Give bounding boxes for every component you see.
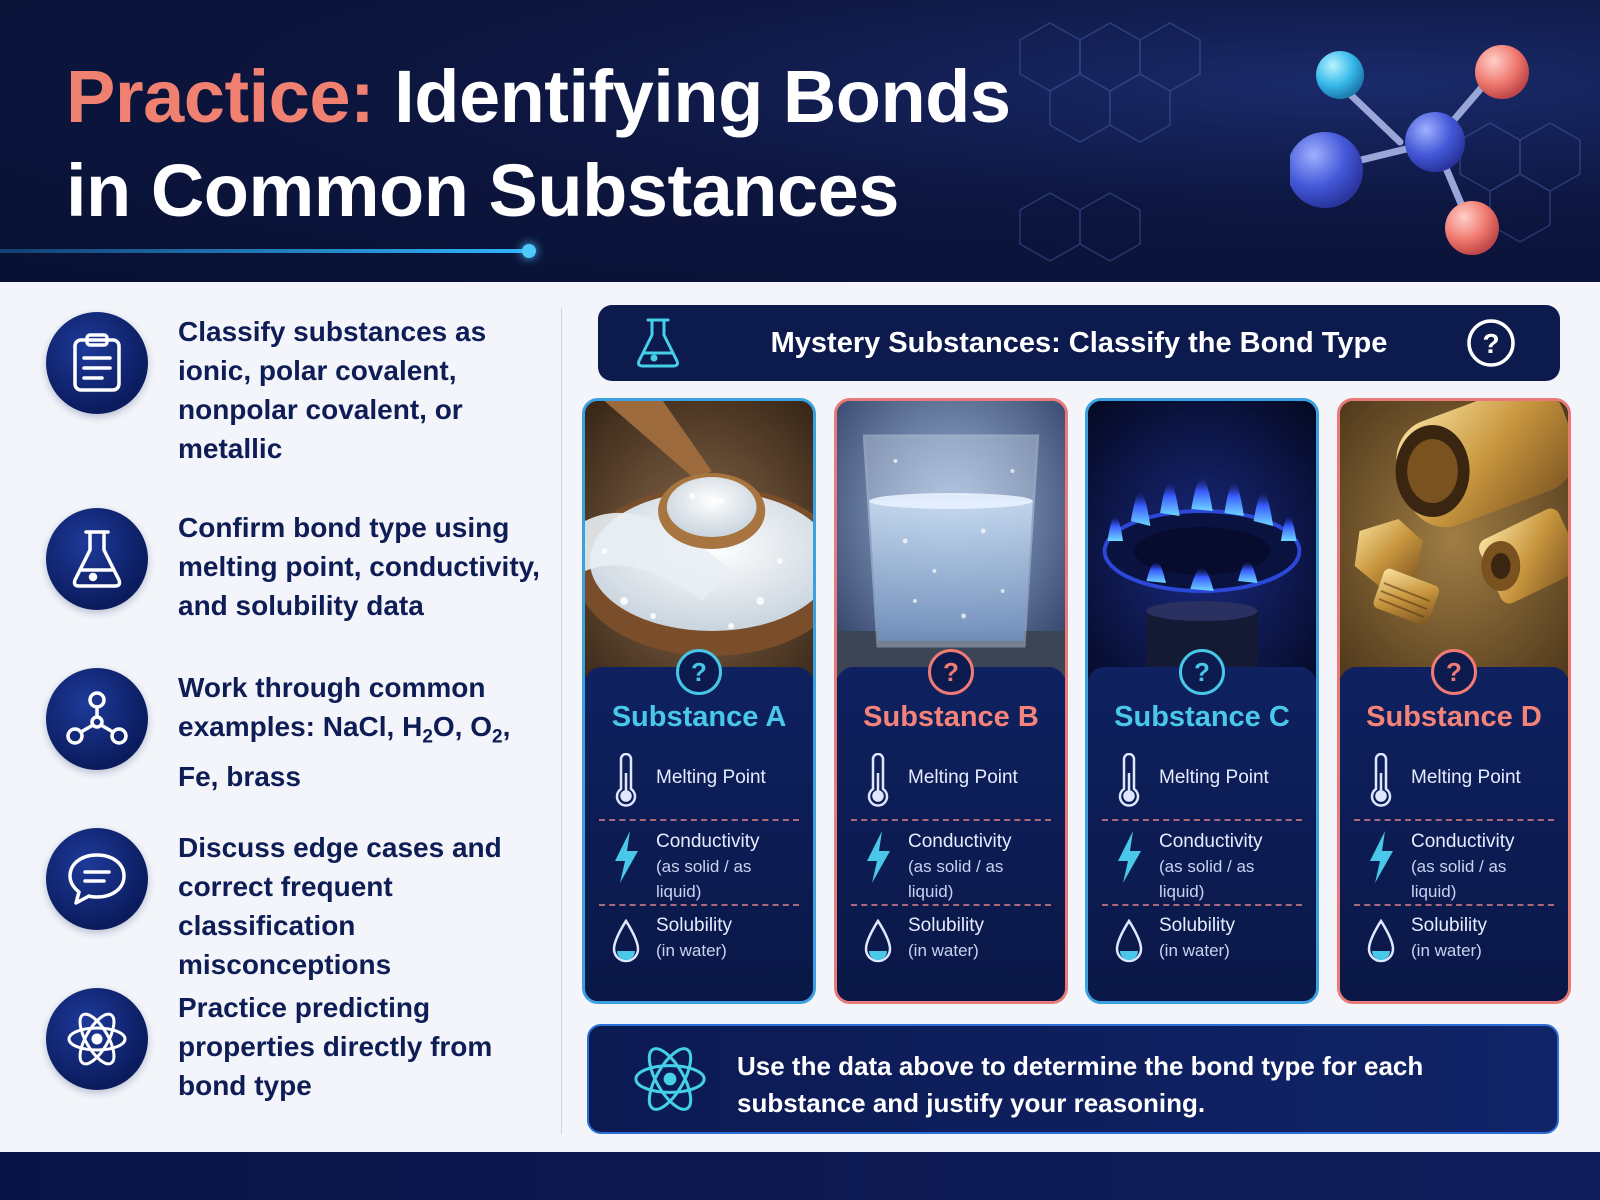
atom-icon: [634, 1047, 706, 1111]
divider: [851, 904, 1051, 906]
conductivity-label: Conductivity(as solid / as liquid): [656, 831, 760, 901]
melting-point-row: Melting Point: [853, 753, 1053, 813]
title-underline-dot: [522, 244, 536, 258]
card-panel: [837, 667, 1065, 1001]
atom-icon: [46, 988, 148, 1090]
melting-point-label: Melting Point: [656, 767, 766, 788]
objective-text: Work through common examples: NaCl, H2O,…: [178, 672, 511, 792]
question-badge: ?: [1179, 649, 1225, 695]
thermometer-icon: [615, 753, 637, 807]
lightning-icon: [1118, 831, 1141, 883]
svg-text:?: ?: [1482, 328, 1499, 359]
help-icon[interactable]: ?: [1466, 318, 1516, 368]
divider: [1102, 819, 1302, 821]
divider: [1354, 819, 1554, 821]
card-title: Substance B: [863, 701, 1039, 733]
molecule-illustration-icon: [1290, 45, 1529, 255]
solubility-row: Solubility(in water): [601, 913, 801, 973]
title-underline: [0, 249, 530, 253]
lightning-icon: [867, 831, 890, 883]
banner-title: Mystery Substances: Classify the Bond Ty…: [770, 327, 1388, 359]
melting-point-row: Melting Point: [1356, 753, 1556, 813]
solubility-label: Solubility(in water): [1411, 915, 1488, 960]
melting-point-row: Melting Point: [1104, 753, 1304, 813]
flask-icon: [46, 508, 148, 610]
substance-card-d[interactable]: ? Substance D Melting Point Conductivity…: [1337, 398, 1571, 1004]
divider: [851, 819, 1051, 821]
conductivity-label: Conductivity(as solid / as liquid): [1159, 831, 1263, 901]
divider: [1354, 904, 1554, 906]
card-title: Substance D: [1366, 701, 1542, 733]
mystery-substances-banner: Mystery Substances: Classify the Bond Ty…: [598, 305, 1560, 381]
question-badge: ?: [676, 649, 722, 695]
question-badge: ?: [1431, 649, 1477, 695]
thermometer-icon: [1370, 753, 1392, 807]
hexagon-pattern-decoration: [1019, 22, 1581, 262]
objective-text: Practice predicting properties directly …: [178, 992, 493, 1101]
solubility-label: Solubility(in water): [1159, 915, 1236, 960]
title-accent: Practice:: [66, 55, 375, 138]
objective-text: Confirm bond type using melting point, c…: [178, 512, 540, 621]
solubility-row: Solubility(in water): [1356, 913, 1556, 973]
divider: [1102, 904, 1302, 906]
title-part-1: Identifying Bonds: [374, 55, 1011, 138]
solubility-label: Solubility(in water): [908, 915, 985, 960]
conductivity-row: Conductivity(as solid / as liquid): [1356, 829, 1556, 901]
water-drop-icon: [864, 918, 892, 963]
substance-card-b[interactable]: ? Substance B Melting Point Conductivity…: [834, 398, 1068, 1004]
objective-item: Work through common examples: NaCl, H2O,…: [46, 668, 558, 796]
card-panel: [585, 667, 813, 1001]
card-panel: [1088, 667, 1316, 1001]
solubility-label: Solubility(in water): [656, 915, 733, 960]
conductivity-row: Conductivity(as solid / as liquid): [1104, 829, 1304, 901]
instruction-text: Use the data above to determine the bond…: [737, 1051, 1424, 1118]
objective-item: Discuss edge cases and correct frequent …: [46, 828, 558, 984]
melting-point-row: Melting Point: [601, 753, 801, 813]
lightning-icon: [615, 831, 638, 883]
substance-card-c[interactable]: ? Substance C Melting Point Conductivity…: [1085, 398, 1319, 1004]
thermometer-icon: [1118, 753, 1140, 807]
objective-item: Practice predicting properties directly …: [46, 988, 558, 1105]
question-badge: ?: [928, 649, 974, 695]
lightning-icon: [1370, 831, 1393, 883]
speech-bubble-icon: [46, 828, 148, 930]
conductivity-row: Conductivity(as solid / as liquid): [601, 829, 801, 901]
water-drop-icon: [1115, 918, 1143, 963]
divider: [599, 904, 799, 906]
card-title: Substance C: [1114, 701, 1290, 733]
water-drop-icon: [612, 918, 640, 963]
objective-item: Confirm bond type using melting point, c…: [46, 508, 558, 625]
solubility-row: Solubility(in water): [853, 913, 1053, 973]
melting-point-label: Melting Point: [1411, 767, 1521, 788]
page-title: Practice: Identifying Bonds in Common Su…: [66, 50, 1246, 238]
header-banner: Practice: Identifying Bonds in Common Su…: [0, 0, 1600, 282]
conductivity-label: Conductivity(as solid / as liquid): [1411, 831, 1515, 901]
substance-card-a[interactable]: ? Substance A Melting Point Conductivity…: [582, 398, 816, 1004]
melting-point-label: Melting Point: [1159, 767, 1269, 788]
flask-icon: [637, 318, 679, 368]
molecule-icon: [46, 668, 148, 770]
instruction-box: Use the data above to determine the bond…: [587, 1024, 1559, 1134]
bottom-bar: [0, 1152, 1600, 1200]
divider: [599, 819, 799, 821]
solubility-row: Solubility(in water): [1104, 913, 1304, 973]
column-divider: [561, 308, 562, 1134]
card-title: Substance A: [611, 701, 787, 733]
card-panel: [1340, 667, 1568, 1001]
brass-fittings-image: [1340, 401, 1568, 677]
objective-item: Classify substances as ionic, polar cova…: [46, 312, 558, 468]
thermometer-icon: [867, 753, 889, 807]
title-part-2: in Common Substances: [66, 149, 899, 232]
glass-of-water-image: [837, 401, 1065, 677]
melting-point-label: Melting Point: [908, 767, 1018, 788]
objective-text: Discuss edge cases and correct frequent …: [178, 832, 502, 980]
conductivity-label: Conductivity(as solid / as liquid): [908, 831, 1012, 901]
objective-text: Classify substances as ionic, polar cova…: [178, 316, 487, 464]
conductivity-row: Conductivity(as solid / as liquid): [853, 829, 1053, 901]
salt-crystals-image: [585, 401, 813, 677]
water-drop-icon: [1367, 918, 1395, 963]
clipboard-icon: [46, 312, 148, 414]
gas-flame-image: [1088, 401, 1316, 677]
